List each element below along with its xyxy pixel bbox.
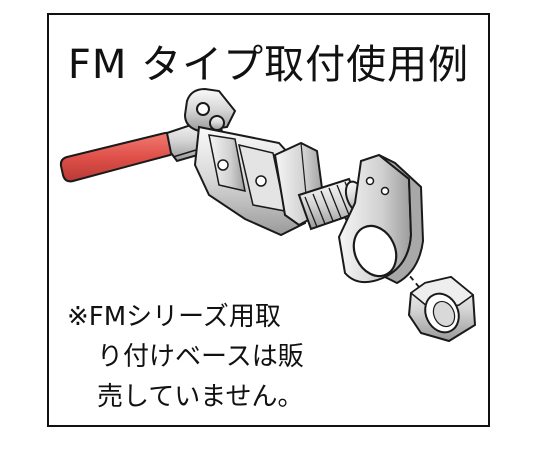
note-line-3: 売していません。 [97, 382, 304, 412]
mounting-base-plate [337, 153, 425, 285]
note-line-2: り付けベースは販 [97, 342, 304, 372]
hex-nut [407, 275, 477, 343]
clamp-top-bracket [183, 87, 237, 133]
note-text: ※FMシリーズ用取 り付けベースは販 売していません。 [67, 297, 304, 417]
page-title: FM タイプ取付使用例 [67, 42, 470, 88]
clamp-mounting-illustration [59, 87, 477, 343]
note-line-1: ※FMシリーズ用取 [67, 302, 281, 332]
diagram-frame: FM タイプ取付使用例 [47, 13, 490, 427]
red-handle-grip [59, 131, 177, 183]
